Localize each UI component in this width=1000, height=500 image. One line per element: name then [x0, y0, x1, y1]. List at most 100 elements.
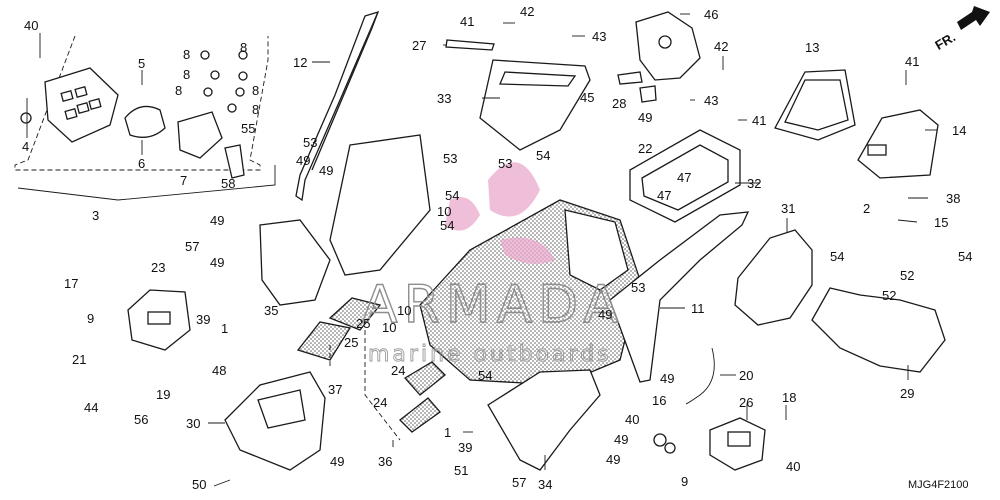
callout-35: 35 [264, 303, 278, 318]
callout-5: 5 [138, 56, 145, 71]
diagram-code: MJG4F2100 [908, 479, 969, 491]
leader-lines [26, 13, 937, 487]
meter-panel-assembly [20, 67, 245, 179]
callout-33: 33 [437, 91, 451, 106]
callout-49: 49 [210, 255, 224, 270]
callout-7: 7 [180, 173, 187, 188]
callout-10: 10 [382, 320, 396, 335]
tray-32 [629, 129, 741, 223]
callout-8: 8 [252, 102, 259, 117]
callout-labels: 40 5 8 8 8 8 8 8 8 4 6 7 55 58 3 12 27 4… [22, 4, 972, 492]
callout-39: 39 [458, 440, 472, 455]
callout-10: 10 [437, 204, 451, 219]
cable-20 [685, 347, 715, 405]
bolt-cluster-8 [200, 50, 248, 113]
lower-cover-30 [224, 371, 326, 471]
lid-23 [127, 289, 191, 351]
side-trim-12 [295, 10, 380, 202]
callout-15: 15 [934, 215, 948, 230]
callout-55: 55 [241, 121, 255, 136]
callout-34: 34 [538, 477, 552, 492]
upper-cover-33 [445, 39, 591, 151]
callout-54: 54 [445, 188, 459, 203]
callout-24: 24 [373, 395, 387, 410]
callout-1: 1 [221, 321, 228, 336]
callout-16: 16 [652, 393, 666, 408]
callout-52: 52 [882, 288, 896, 303]
storage-box-14 [857, 109, 939, 179]
callout-38: 38 [946, 191, 960, 206]
callout-49: 49 [606, 452, 620, 467]
callout-54: 54 [958, 249, 972, 264]
callout-39: 39 [196, 312, 210, 327]
callout-19: 19 [156, 387, 170, 402]
main-panel-11 [419, 199, 750, 386]
callout-24: 24 [391, 363, 405, 378]
callout-12: 12 [293, 55, 307, 70]
callout-53: 53 [631, 280, 645, 295]
callout-49: 49 [614, 432, 628, 447]
callout-40: 40 [786, 459, 800, 474]
callout-45: 45 [580, 90, 594, 105]
callout-49: 49 [296, 153, 310, 168]
callout-32: 32 [747, 176, 761, 191]
callout-37: 37 [328, 382, 342, 397]
callout-46: 46 [704, 7, 718, 22]
watermark: ARMADA marine outboards [361, 162, 625, 367]
callout-41: 41 [460, 14, 474, 29]
callout-21: 21 [72, 352, 86, 367]
group-bracket-3 [14, 35, 276, 201]
callout-13: 13 [805, 40, 819, 55]
callout-26: 26 [739, 395, 753, 410]
lock-cover-26 [709, 417, 766, 471]
callout-22: 22 [638, 141, 652, 156]
callout-10: 10 [397, 303, 411, 318]
callout-2: 2 [863, 201, 870, 216]
callout-52: 52 [900, 268, 914, 283]
callout-53: 53 [303, 135, 317, 150]
callout-25: 25 [356, 316, 370, 331]
direction-label: FR. [932, 29, 958, 52]
watermark-brand: ARMADA [362, 275, 625, 335]
callout-49: 49 [660, 371, 674, 386]
callout-36: 36 [378, 454, 392, 469]
callout-42: 42 [520, 4, 534, 19]
callout-25: 25 [344, 335, 358, 350]
callout-49: 49 [319, 163, 333, 178]
callout-54: 54 [830, 249, 844, 264]
callout-8: 8 [183, 47, 190, 62]
callout-54: 54 [536, 148, 550, 163]
callout-57: 57 [512, 475, 526, 490]
fender-31 [734, 229, 813, 326]
callout-47: 47 [657, 188, 671, 203]
callout-8: 8 [175, 83, 182, 98]
callout-8: 8 [183, 67, 190, 82]
callout-29: 29 [900, 386, 914, 401]
callout-54: 54 [478, 368, 492, 383]
callout-51: 51 [454, 463, 468, 478]
callout-58: 58 [221, 176, 235, 191]
callout-43: 43 [592, 29, 606, 44]
callout-11: 11 [691, 301, 705, 316]
callout-44: 44 [84, 400, 98, 415]
callout-6: 6 [138, 156, 145, 171]
storage-lid-13 [774, 69, 856, 141]
callout-49: 49 [598, 307, 612, 322]
callout-3: 3 [92, 208, 99, 223]
callout-56: 56 [134, 412, 148, 427]
key-lock-16 [653, 433, 676, 454]
callout-41: 41 [752, 113, 766, 128]
callout-40: 40 [625, 412, 639, 427]
callout-14: 14 [952, 123, 966, 138]
callout-9: 9 [681, 474, 688, 489]
callout-49: 49 [638, 110, 652, 125]
bracket-22 [617, 11, 701, 103]
floor-pads-25 [296, 297, 382, 361]
callout-20: 20 [739, 368, 753, 383]
callout-53: 53 [443, 151, 457, 166]
callout-49: 49 [210, 213, 224, 228]
callout-48: 48 [212, 363, 226, 378]
callout-17: 17 [64, 276, 78, 291]
